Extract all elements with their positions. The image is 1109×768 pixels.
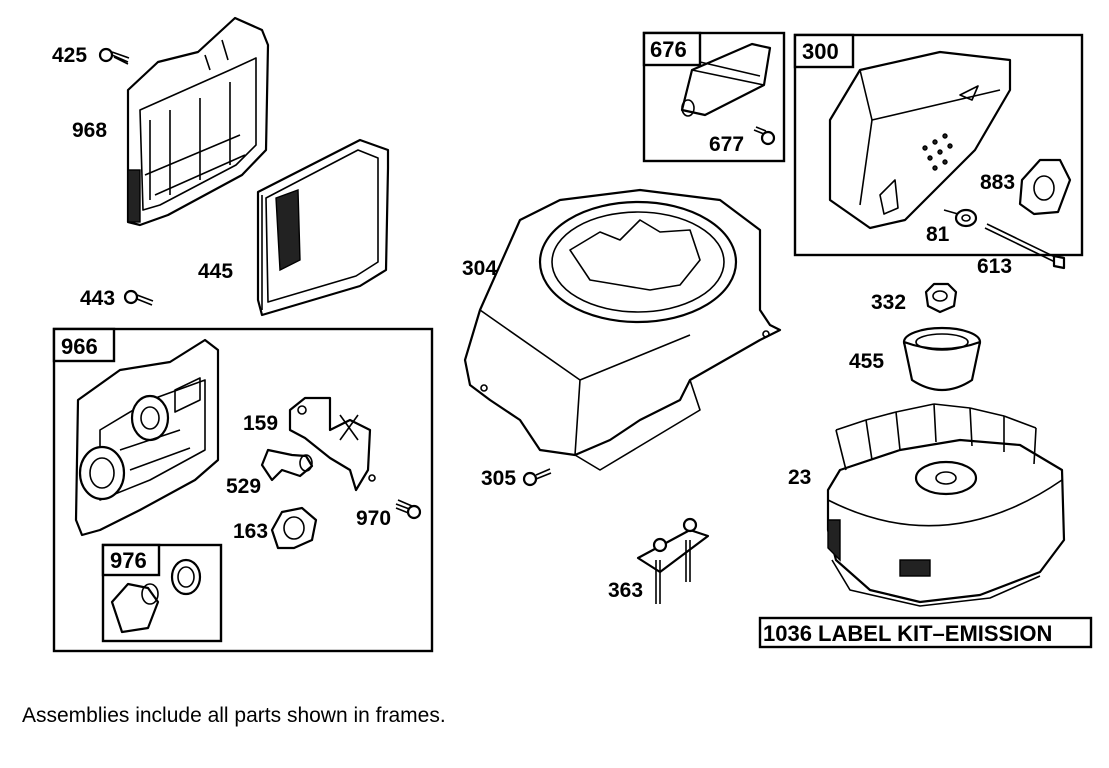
cup-455-drawing [902,326,982,391]
label-613: 613 [977,255,1012,278]
heat-shield-676-drawing [680,42,772,117]
tag-box-676 [642,31,702,67]
tag-box-966 [52,327,116,363]
air-filter-445-drawing [256,138,390,317]
label-443: 443 [80,287,115,310]
label-883: 883 [980,171,1015,194]
label-332: 332 [871,291,906,314]
muffler-300-drawing [828,50,1012,230]
screw-677-drawing [753,126,776,146]
washer-81-drawing [943,208,978,228]
label-455: 455 [849,350,884,373]
screw-443-drawing [123,289,154,306]
label-970: 970 [356,507,391,530]
flywheel-23-drawing [826,403,1066,607]
label-159: 159 [243,412,278,435]
label-976: 976 [110,548,147,573]
carburetor-966-drawing [74,338,220,537]
primer-976-drawing [110,558,202,634]
gasket-163-drawing [270,506,318,550]
terminal-363-drawing [636,517,710,604]
label-445: 445 [198,260,233,283]
label-163: 163 [233,520,268,543]
label-677: 677 [709,133,744,156]
label-363: 363 [608,579,643,602]
label-529: 529 [226,475,261,498]
label-304: 304 [462,257,497,280]
label-425: 425 [52,44,87,67]
nut-332-drawing [924,282,958,314]
screw-425-drawing [98,47,130,65]
tag-box-300 [793,33,855,69]
label-676: 676 [650,37,687,62]
frame-966 [52,327,434,653]
elbow-529-drawing [260,448,314,482]
screw-305-drawing [522,468,552,487]
blower-housing-304-drawing [463,188,782,471]
label-23: 23 [788,466,811,489]
frame-976 [101,543,223,643]
screw-970-drawing [395,499,422,520]
gasket-883-drawing [1018,158,1072,216]
label-81: 81 [926,223,950,246]
footnote: Assemblies include all parts shown in fr… [22,704,446,727]
frame-1036 [758,616,1093,649]
label-300: 300 [802,39,839,64]
bracket-159-drawing [288,396,376,492]
label-kit-1036: 1036 LABEL KIT–EMISSION [763,621,1052,646]
label-968: 968 [72,119,107,142]
bolt-613-drawing [984,223,1066,270]
frame-300 [793,33,1084,257]
tag-box-976 [101,543,161,577]
air-cleaner-base-968-drawing [126,16,270,227]
frame-676 [642,31,786,163]
label-305: 305 [481,467,516,490]
label-966: 966 [61,334,98,359]
